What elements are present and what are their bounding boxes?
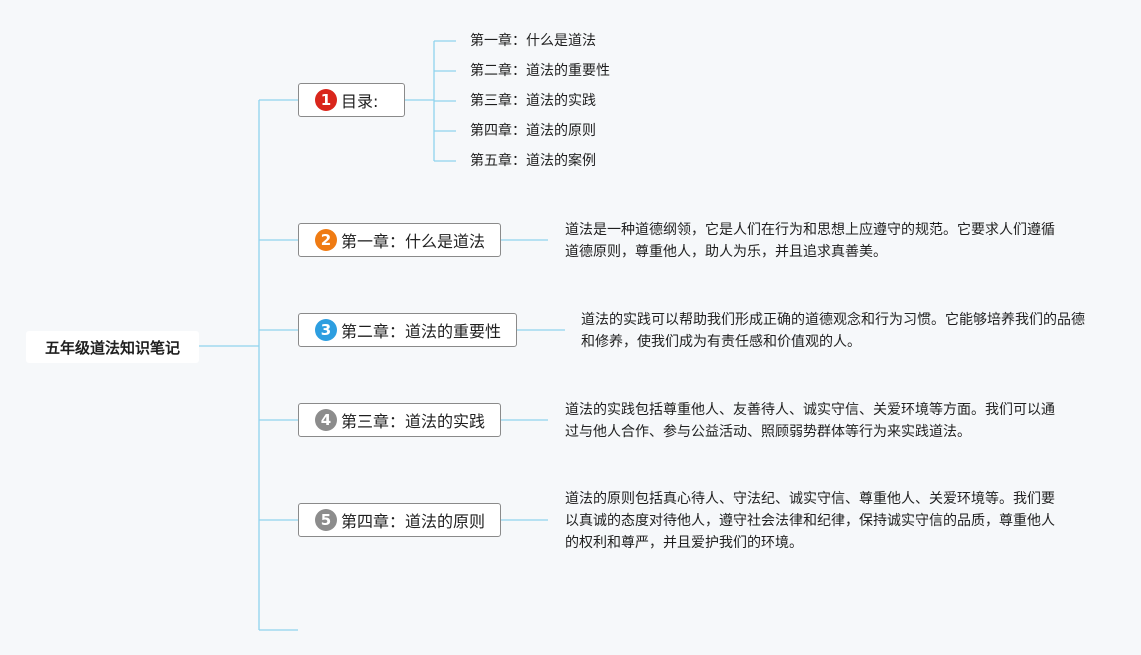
topic-label: 第三章：道法的实践 <box>341 412 486 431</box>
chapter-3-description[interactable]: 道法的实践包括尊重他人、友善待人、诚实守信、关爱环境等方面。我们可以通过与他人合… <box>565 402 1055 440</box>
toc-item-2[interactable]: 第二章：道法的重要性 <box>470 63 610 79</box>
toc-item-1[interactable]: 第一章：什么是道法 <box>470 33 596 49</box>
topic-chapter-2[interactable]: 3 第二章：道法的重要性 <box>298 313 517 347</box>
topic-label: 第二章：道法的重要性 <box>341 322 502 341</box>
topic-label: 第一章：什么是道法 <box>341 232 486 251</box>
topic-label: 目录: <box>341 92 379 111</box>
central-topic-label: 五年级道法知识笔记 <box>44 338 180 357</box>
chapter-1-description[interactable]: 道法是一种道德纲领，它是人们在行为和思想上应遵守的规范。它要求人们遵循道德原则，… <box>565 222 1055 260</box>
topic-label: 第四章：道法的原则 <box>341 512 486 531</box>
toc-item-4[interactable]: 第四章：道法的原则 <box>470 123 596 139</box>
toc-item-3[interactable]: 第三章：道法的实践 <box>470 93 596 109</box>
topic-chapter-4[interactable]: 5 第四章：道法的原则 <box>298 503 501 537</box>
number-badge: 2 <box>315 229 337 251</box>
chapter-2-description[interactable]: 道法的实践可以帮助我们形成正确的道德观念和行为习惯。它能够培养我们的品德和修养，… <box>581 312 1085 350</box>
number-badge: 1 <box>315 89 337 111</box>
number-badge: 3 <box>315 319 337 341</box>
topic-chapter-1[interactable]: 2 第一章：什么是道法 <box>298 223 501 257</box>
chapter-4-description[interactable]: 道法的原则包括真心待人、守法纪、诚实守信、尊重他人、关爱环境等。我们要以真诚的态… <box>565 491 1055 551</box>
toc-item-5[interactable]: 第五章：道法的案例 <box>470 153 596 169</box>
topic-toc[interactable]: 1 目录: <box>298 83 405 117</box>
number-badge: 5 <box>315 509 337 531</box>
topic-chapter-3[interactable]: 4 第三章：道法的实践 <box>298 403 501 437</box>
number-badge: 4 <box>315 409 337 431</box>
central-topic[interactable]: 五年级道法知识笔记 <box>26 331 199 363</box>
